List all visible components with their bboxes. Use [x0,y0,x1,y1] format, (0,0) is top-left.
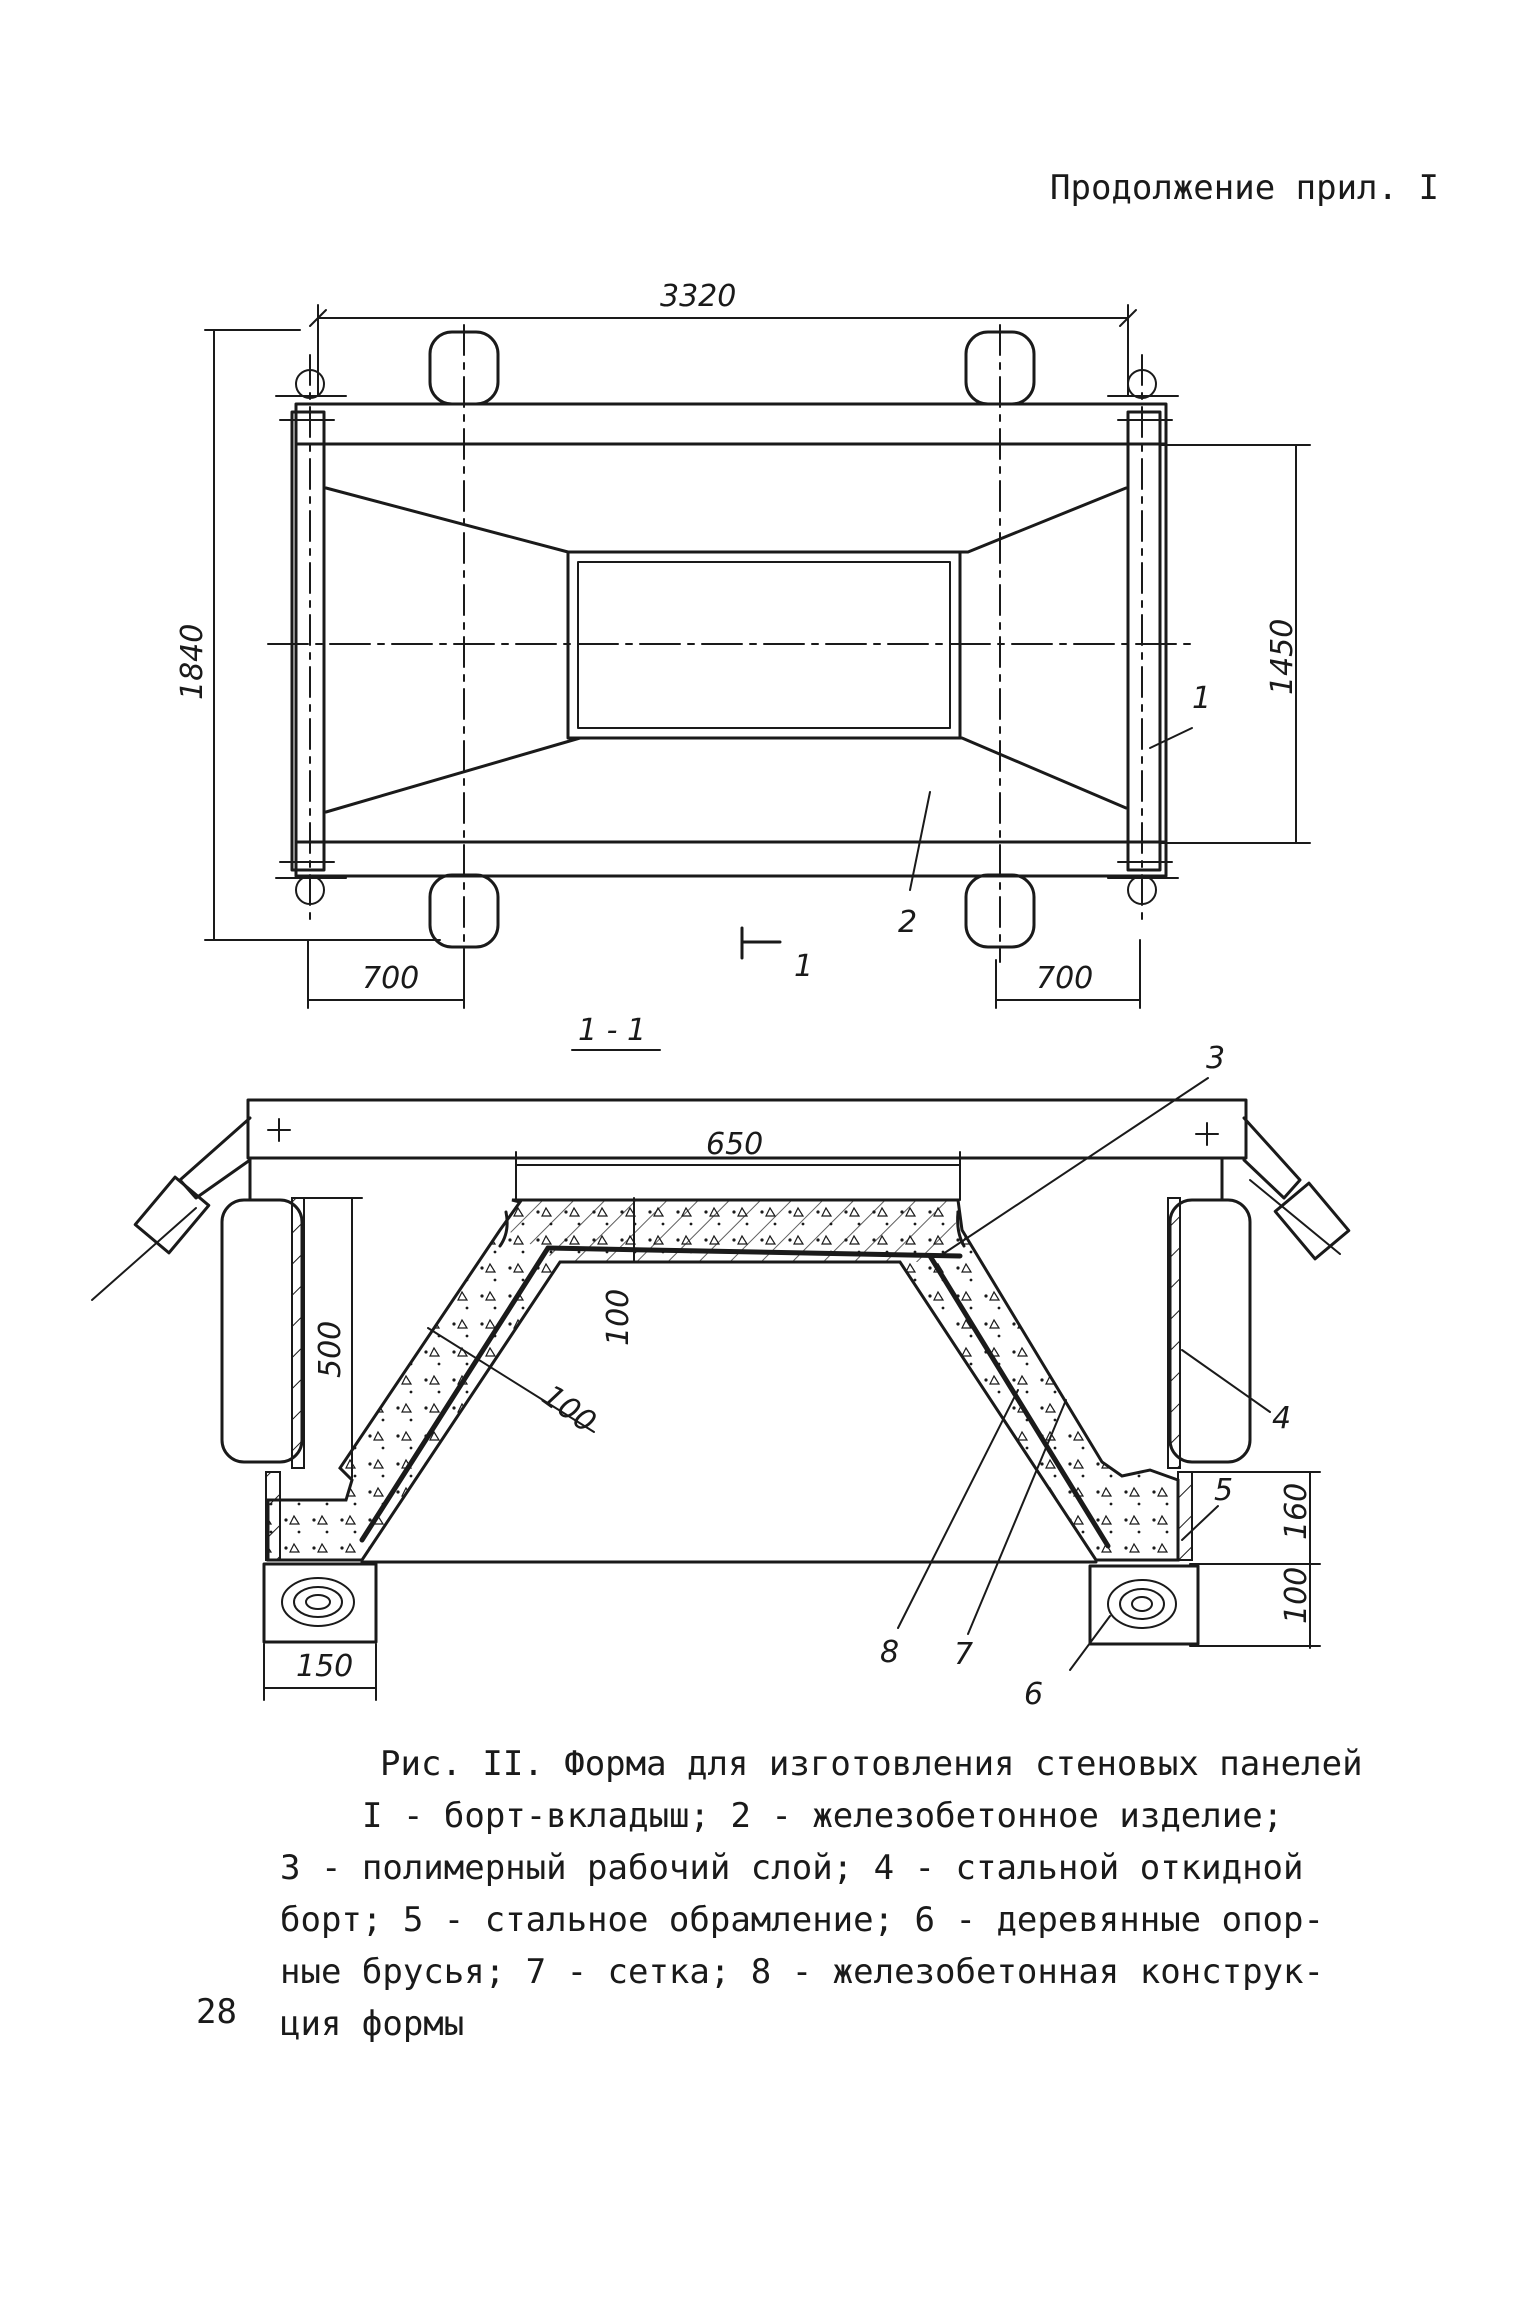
dim-100-vertical-label: 100 [601,1289,636,1346]
dim-160-label: 160 [1279,1483,1314,1540]
dimension-150: 150 [263,1643,377,1701]
dimension-700-left: 700 [307,939,465,1009]
plan-view: 3320 1840 1450 [175,279,1311,1009]
label-4: 4 [1272,1401,1291,1436]
caption-line-1: I - борт-вкладыш; 2 - железобетонное изд… [362,1796,1284,1836]
dim-700-right-label: 700 [1036,961,1093,996]
section-mark-label: 1 [794,949,813,984]
caption-line-5: ция формы [280,2004,465,2044]
wooden-supports [262,1562,1200,1646]
dimension-1450: 1450 [1159,444,1311,844]
section-view: 1 - 1 [91,1013,1351,1712]
continuation-header: Продолжение прил. I [1050,168,1439,208]
side-insert-left [290,410,326,872]
label-8: 8 [880,1635,899,1670]
label-5: 5 [1214,1473,1233,1508]
dim-500-label: 500 [313,1321,348,1378]
label-6: 6 [1024,1677,1043,1712]
section-mark: 1 [740,926,813,984]
side-insert-right [1126,410,1162,872]
recess-top-edges [324,486,1128,554]
plan-label-1: 1 [1192,681,1211,716]
dimension-700-right: 700 [995,939,1141,1009]
caption-line-4: ные брусья; 7 - сетка; 8 - железобетонна… [280,1952,1324,1992]
dim-100-right-label: 100 [1279,1567,1314,1624]
dim-700-left-label: 700 [362,961,419,996]
dimension-100-vertical: 100 [601,1197,636,1346]
caption-line-2: 3 - полимерный рабочий слой; 4 - стально… [280,1848,1304,1888]
item-leaders: 3 4 5 6 7 8 [880,1041,1291,1712]
hinged-side-right [1168,1198,1252,1464]
label-7: 7 [954,1637,973,1672]
dim-3320-label: 3320 [660,279,736,314]
hinged-side-left [220,1198,304,1464]
hinge-arms [91,1116,1351,1301]
section-title: 1 - 1 [578,1013,646,1048]
plan-outer-frame [294,402,1168,878]
caption-title: Рис. II. Форма для изготовления стеновых… [380,1744,1363,1784]
recess-bottom-edges [324,736,1128,814]
plan-label-2: 2 [898,905,917,940]
dim-150-label: 150 [296,1649,353,1684]
caption-line-3: борт; 5 - стальное обрамление; 6 - дерев… [280,1900,1324,1940]
dim-1450-label: 1450 [1265,619,1300,695]
page-number: 28 [196,1992,237,2032]
dimension-160-100-right: 160 100 [1179,1471,1321,1649]
corner-bolts [275,369,1179,905]
dim-650-label: 650 [706,1127,763,1162]
label-3: 3 [1206,1041,1225,1076]
top-plate [246,1098,1248,1160]
dimension-650: 650 [515,1127,961,1201]
lifting-lugs [428,330,1036,949]
dim-1840-label: 1840 [175,624,210,700]
dimension-1840: 1840 [175,329,441,941]
dimension-3320: 3320 [309,279,1137,396]
dimension-500: 500 [299,1197,363,1479]
figure-caption: Рис. II. Форма для изготовления стеновых… [280,1738,1363,2050]
